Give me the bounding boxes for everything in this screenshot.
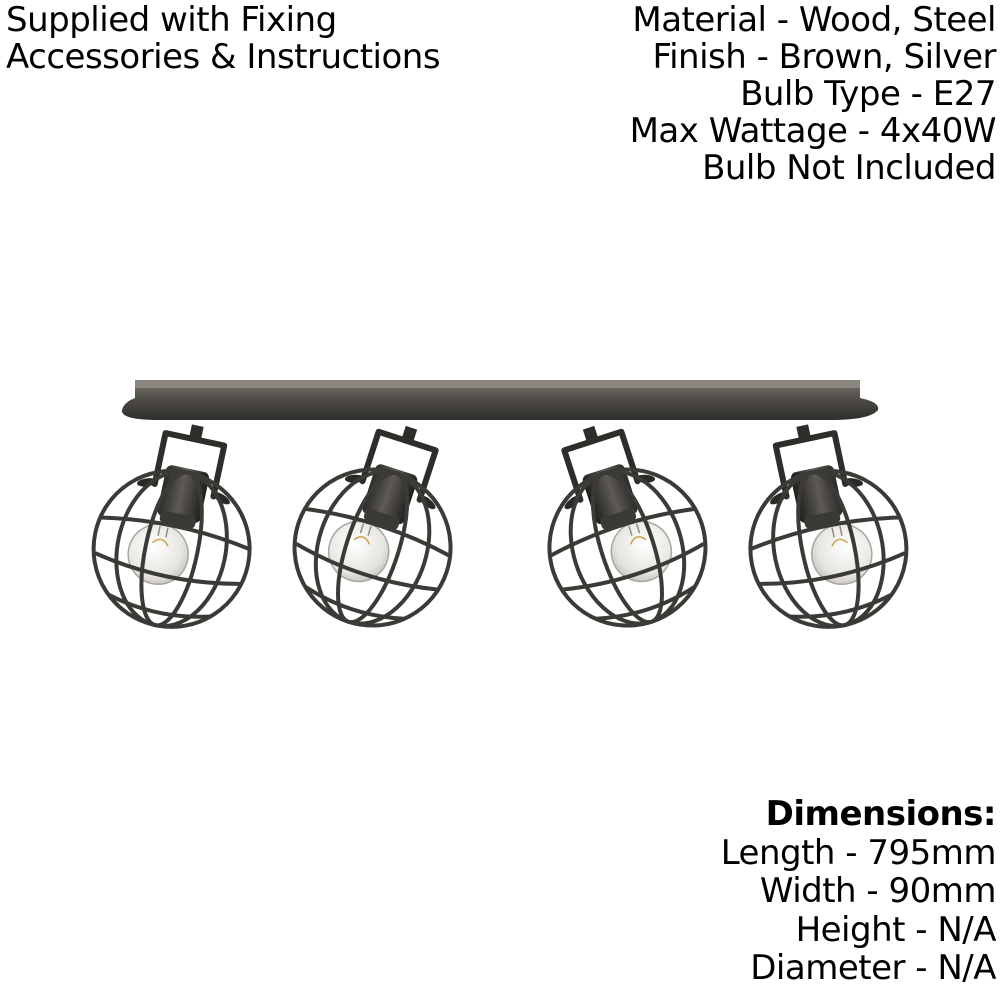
- spec-bulb-included: Bulb Not Included: [702, 148, 996, 188]
- spotlight-4: [726, 409, 921, 641]
- fixing-note: Supplied with Fixing Accessories & Instr…: [6, 0, 441, 77]
- fixing-note-line-1: Supplied with Fixing: [6, 0, 337, 40]
- four-spotlight-bar-image: [0, 340, 1000, 660]
- dimension-width: Width - 90mm: [759, 871, 997, 911]
- dimensions-heading: Dimensions:: [765, 794, 997, 834]
- dimension-diameter: Diameter - N/A: [750, 948, 996, 988]
- spotlight-2: [274, 404, 485, 646]
- spec-finish: Finish - Brown, Silver: [652, 37, 997, 77]
- spotlight-1: [79, 409, 274, 641]
- spec-max-wattage: Max Wattage - 4x40W: [629, 111, 997, 151]
- fixing-note-line-2: Accessories & Instructions: [6, 37, 441, 77]
- spotlight-3: [514, 404, 725, 646]
- spec-material: Material - Wood, Steel: [632, 0, 996, 40]
- specifications: Material - Wood, Steel Finish - Brown, S…: [629, 0, 997, 188]
- dimension-height: Height - N/A: [795, 909, 997, 950]
- dimension-length: Length - 795mm: [720, 832, 997, 873]
- spec-bulb-type: Bulb Type - E27: [740, 74, 996, 114]
- mounting-bar: [121, 380, 879, 420]
- dimensions: Dimensions: Length - 795mm Width - 90mm …: [720, 794, 997, 988]
